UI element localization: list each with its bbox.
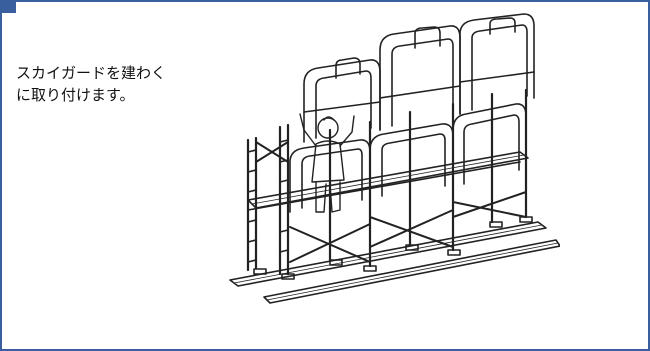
sky-guard-panels xyxy=(303,13,535,143)
ladder-rungs xyxy=(247,139,289,263)
lower-guard-panels xyxy=(289,103,527,213)
cross-braces xyxy=(255,141,527,263)
scaffold-illustration xyxy=(229,13,560,304)
worker-figure xyxy=(299,113,355,213)
deck-planks xyxy=(247,151,529,211)
caption-line-1: スカイガードを建わく xyxy=(16,64,167,82)
corner-tab xyxy=(2,2,16,13)
instruction-caption: スカイガードを建わく に取り付けます。 xyxy=(16,62,221,106)
caption-line-2: に取り付けます。 xyxy=(16,86,135,104)
